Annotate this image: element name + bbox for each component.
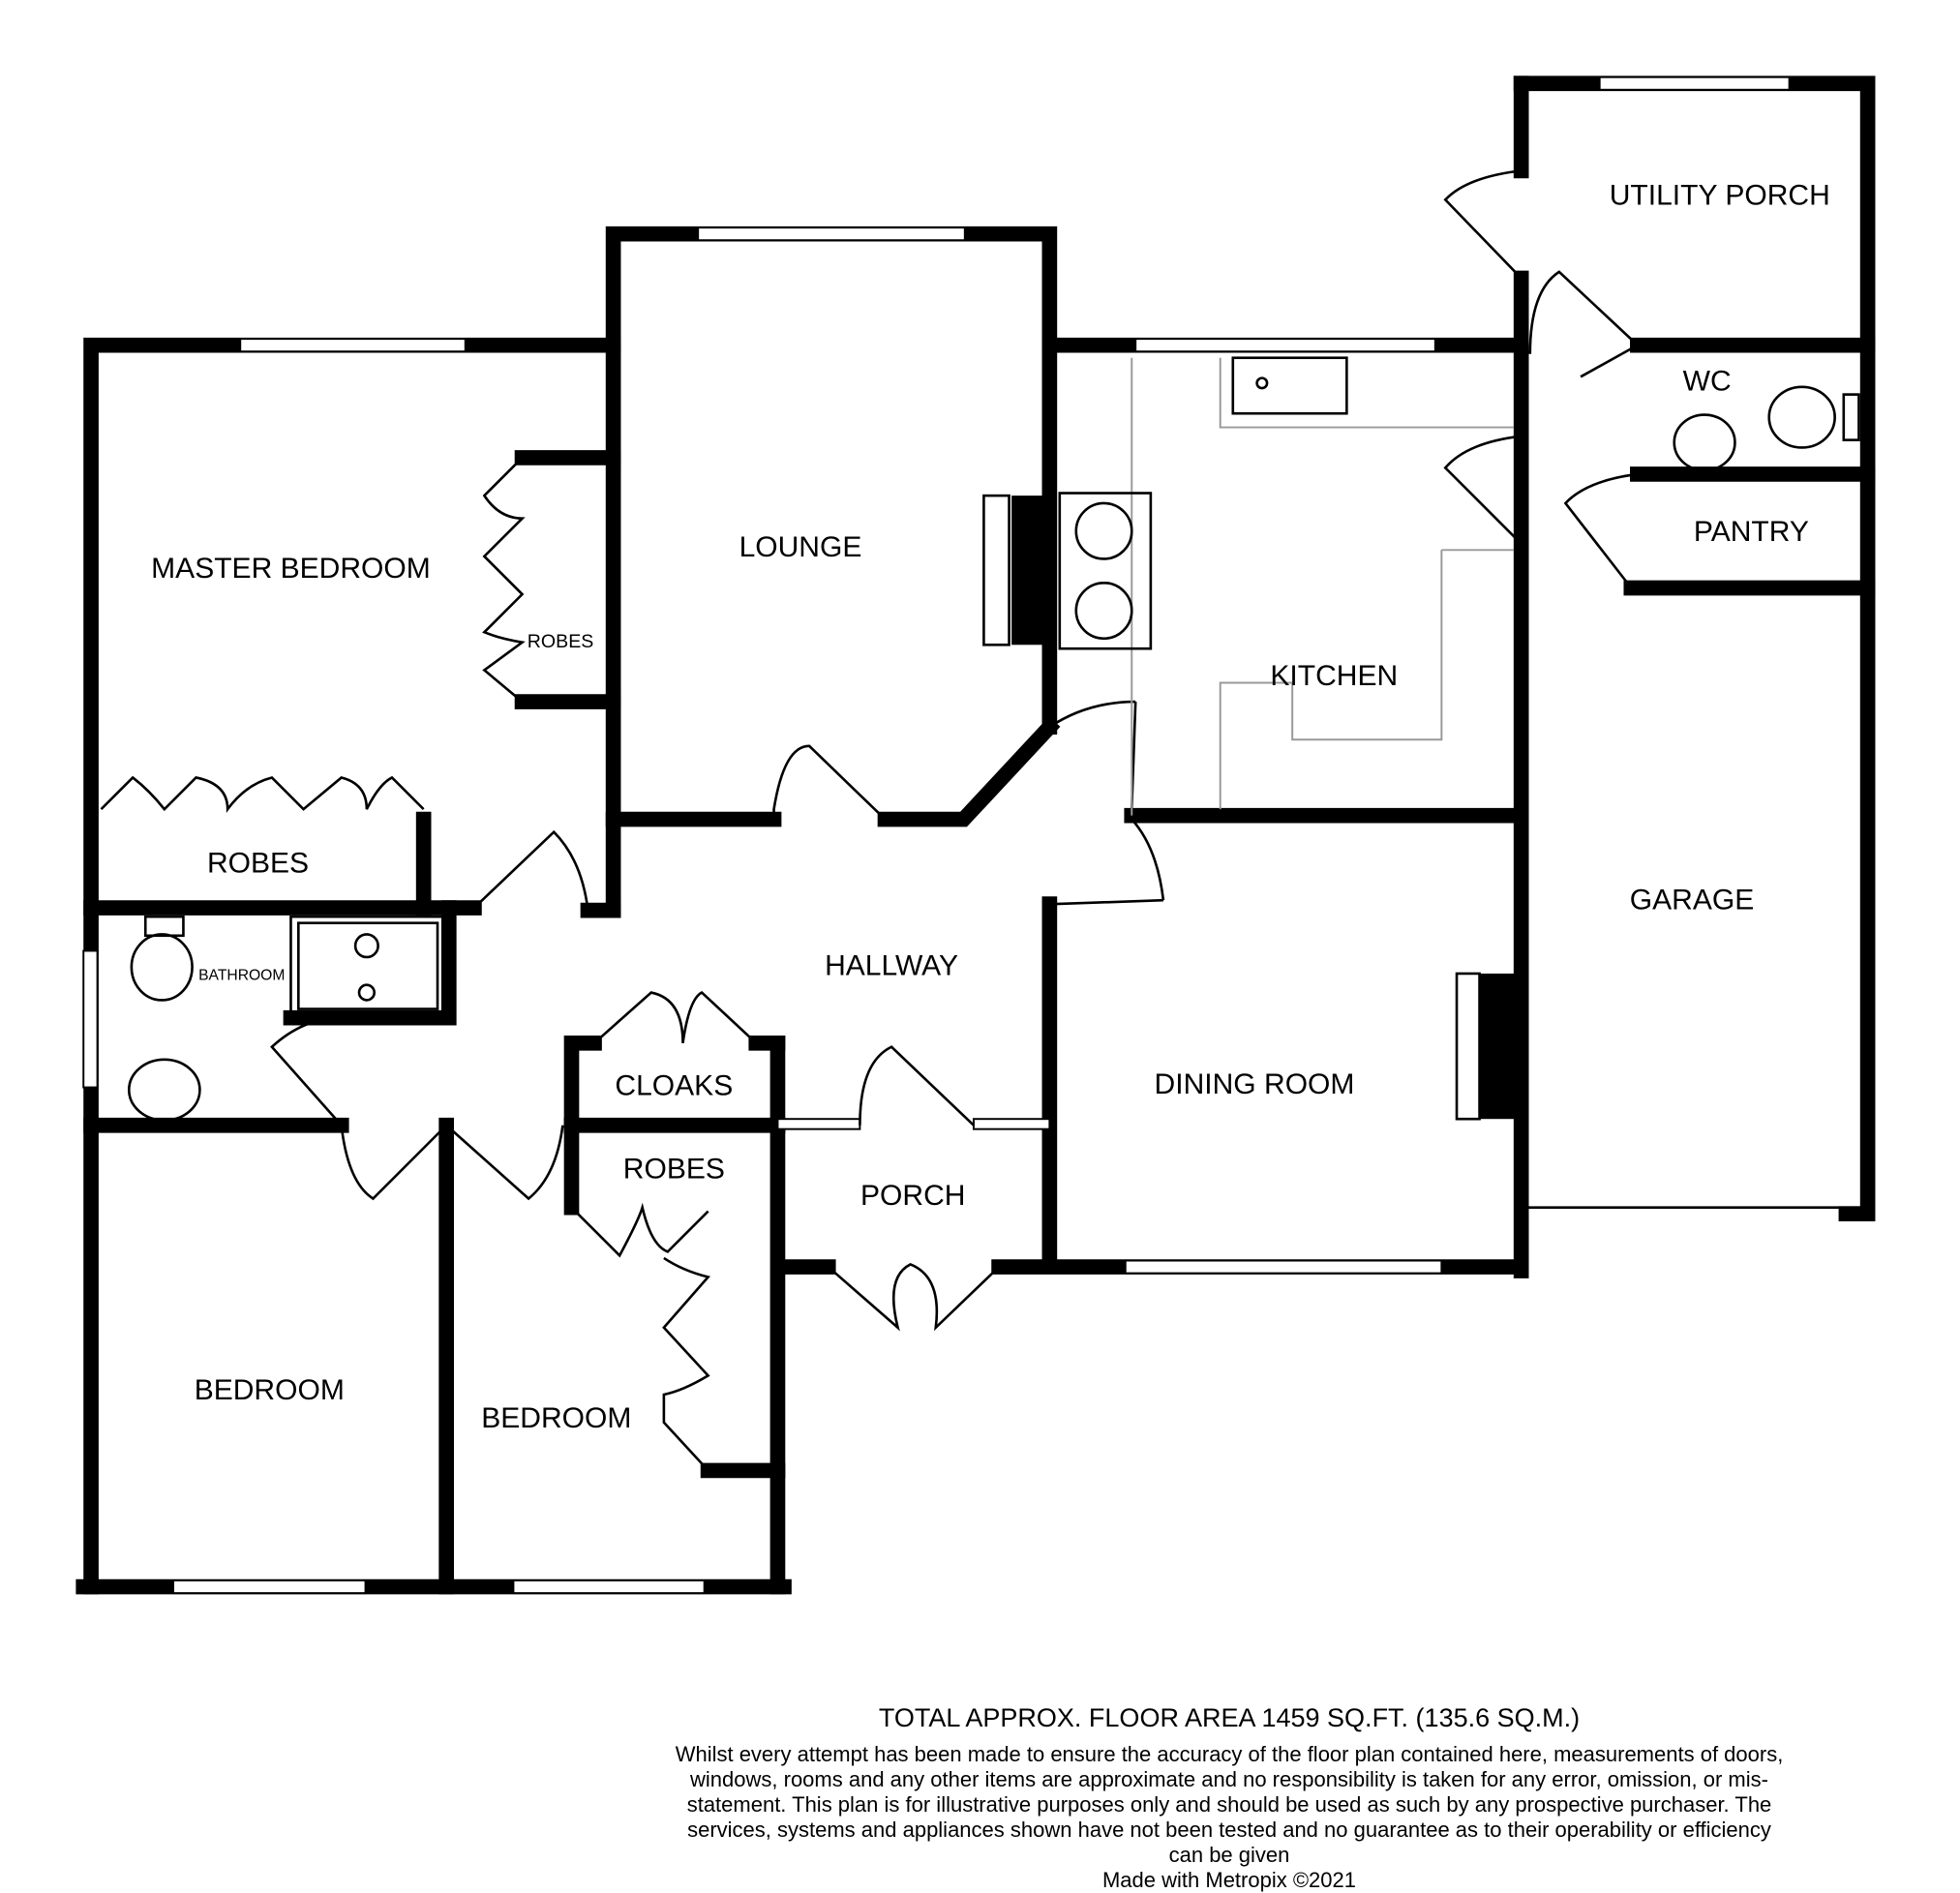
- label-porch: PORCH: [860, 1180, 965, 1212]
- wc-toilet: [1767, 385, 1836, 449]
- room-labels: MASTER BEDROOM ROBES ROBES LOUNGE KITCHE…: [151, 180, 1830, 1434]
- fixtures: [127, 356, 1860, 1122]
- label-robes-master-side: ROBES: [528, 631, 594, 652]
- toilet: [130, 933, 194, 1002]
- fireplace-lounge: [1011, 496, 1050, 646]
- sink-unit: [1231, 356, 1348, 415]
- label-kitchen: KITCHEN: [1270, 660, 1398, 692]
- credit: Made with Metropix ©2021: [1101, 1868, 1356, 1892]
- label-dining-room: DINING ROOM: [1155, 1068, 1355, 1100]
- label-master-bedroom: MASTER BEDROOM: [151, 553, 431, 585]
- label-lounge: LOUNGE: [739, 531, 862, 563]
- label-hallway: HALLWAY: [825, 949, 958, 981]
- disclaimer: Whilst every attempt has been made to en…: [675, 1742, 1784, 1867]
- label-bedroom-middle: BEDROOM: [481, 1402, 631, 1434]
- wc-basin: [1673, 413, 1736, 472]
- doors: [100, 169, 1641, 1472]
- label-robes-master: ROBES: [207, 847, 309, 879]
- fireplace-dining: [1479, 973, 1518, 1120]
- bath: [289, 915, 447, 1017]
- floor-area-title: TOTAL APPROX. FLOOR AREA 1459 SQ.FT. (13…: [878, 1703, 1581, 1732]
- label-utility-porch: UTILITY PORCH: [1610, 180, 1830, 212]
- windows: [82, 75, 1791, 1595]
- hob: [1058, 492, 1153, 650]
- label-cloaks: CLOAKS: [615, 1069, 733, 1101]
- label-bedroom-left: BEDROOM: [195, 1374, 345, 1406]
- label-bathroom: BATHROOM: [198, 968, 285, 984]
- label-pantry: PANTRY: [1694, 516, 1809, 548]
- basin: [127, 1058, 201, 1122]
- label-wc: WC: [1683, 366, 1732, 398]
- label-robes-bedroom: ROBES: [623, 1154, 725, 1186]
- label-garage: GARAGE: [1630, 884, 1755, 916]
